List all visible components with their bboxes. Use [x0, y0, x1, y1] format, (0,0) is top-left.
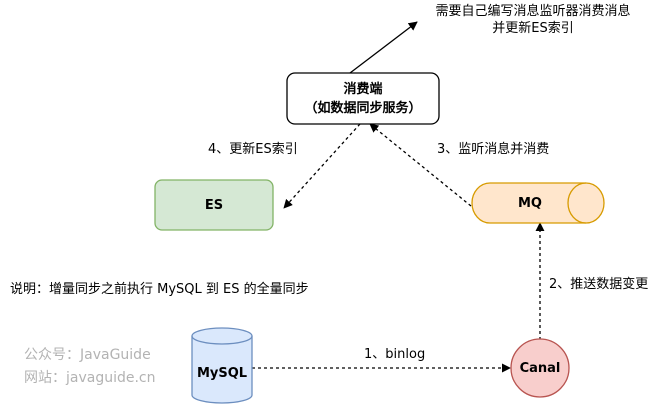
es-node-label: ES	[204, 197, 224, 213]
watermark-account: 公众号：JavaGuide	[24, 347, 151, 363]
mq-node-end-cap	[567, 182, 587, 224]
es-node: ES	[155, 180, 273, 230]
mysql-node-shape	[191, 327, 253, 404]
consumer-node-title: 消费端	[343, 81, 383, 97]
canal-node: Canal	[511, 339, 569, 397]
mysql-node: MySQL	[186, 350, 258, 396]
canal-node-shape	[510, 338, 570, 398]
consumer-node-shape	[286, 72, 440, 125]
consumer-node: 消费端 （如数据同步服务）	[287, 73, 439, 124]
mq-node-label: MQ	[518, 195, 542, 211]
mysql-node-top-rim	[191, 335, 253, 345]
canal-node-label: Canal	[519, 360, 561, 376]
diagram-description: 说明：增量同步之前执行 MySQL 到 ES 的全量同步	[10, 282, 309, 297]
edge-label-step-1: 1、binlog	[364, 347, 426, 362]
top-note: 需要自己编写消息监听器消费消息 并更新ES索引	[408, 3, 658, 37]
mq-node: MQ	[474, 183, 586, 223]
watermark-site: 网站：javaguide.cn	[24, 370, 156, 386]
consumer-node-subtitle: （如数据同步服务）	[304, 100, 422, 116]
edge-consumer-to-note	[349, 21, 418, 74]
edge-label-step-4: 4、更新ES索引	[208, 142, 298, 157]
mysql-node-label: MySQL	[196, 365, 248, 381]
edge-mq-to-consumer	[369, 123, 472, 207]
edge-label-step-2: 2、推送数据变更	[549, 277, 649, 292]
top-note-line-1: 需要自己编写消息监听器消费消息	[435, 4, 631, 19]
edge-label-step-3: 3、监听消息并消费	[437, 142, 550, 157]
edge-consumer-to-es	[283, 123, 361, 209]
top-note-line-2: 并更新ES索引	[492, 21, 574, 36]
es-node-shape	[154, 179, 274, 231]
